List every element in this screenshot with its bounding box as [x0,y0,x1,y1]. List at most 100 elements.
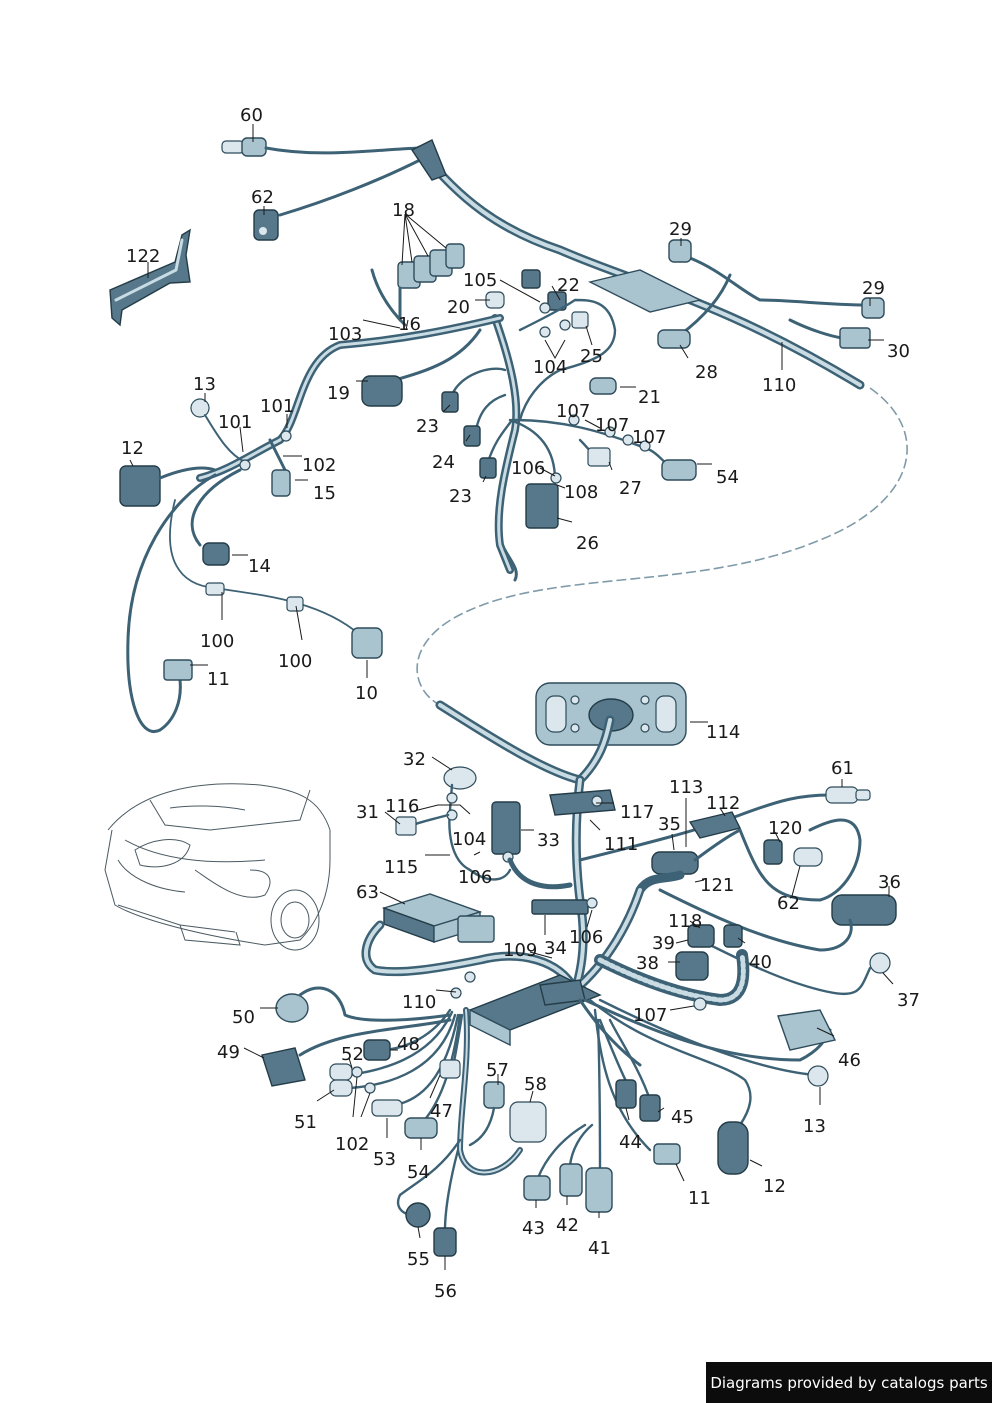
callout: 29 [669,219,692,240]
callout: 55 [407,1249,430,1270]
part-40-connector [723,924,743,948]
callout: 50 [232,1007,255,1028]
callout: 21 [638,387,661,408]
part-53-connector [371,1099,403,1117]
callout: 26 [576,533,599,554]
part-55-connector [405,1202,431,1228]
callout: 11 [207,669,230,690]
callout: 20 [447,297,470,318]
part-23-connector-b [479,457,497,479]
part-11-connector-upper [163,659,193,681]
part-39-connector [687,924,715,948]
callout: 108 [564,482,598,503]
callout: 115 [384,857,418,878]
callout: 48 [397,1034,420,1055]
part-51-sensor [329,1079,353,1097]
callout: 10 [355,683,378,704]
callout: 42 [556,1215,579,1236]
part-25-connector [571,311,589,329]
callout: 113 [669,777,703,798]
part-38-connector [675,951,709,981]
callout: 49 [217,1042,240,1063]
part-47-connector [439,1059,461,1079]
part-35-connector [651,851,699,875]
callout: 101 [218,412,252,433]
part-26-module [525,483,559,529]
callout: 105 [463,270,497,291]
part-46-connector [777,1009,837,1051]
callout: 112 [706,793,740,814]
callout: 13 [193,374,216,395]
part-49-grommet [261,1047,306,1087]
callout: 45 [671,1107,694,1128]
callout: 28 [695,362,718,383]
part-14-connector [202,542,230,566]
part-60-sensor [221,140,245,154]
part-36-connector [831,894,897,926]
callout: 35 [658,814,681,835]
callout: 54 [716,467,739,488]
callout: 12 [763,1176,786,1197]
callout: 100 [200,631,234,652]
callout: 38 [636,953,659,974]
credit-banner: Diagrams provided by catalogs parts [706,1362,992,1403]
part-10-connector [351,627,383,659]
callout: 44 [619,1132,642,1153]
part-62-connector-lower [793,847,823,867]
callout: 23 [449,486,472,507]
part-105-connector [521,269,541,289]
part-100-clip-a [205,582,225,596]
callout: 19 [327,383,350,404]
part-27-connector [587,447,611,467]
part-63-fuse-box [381,893,495,943]
callout: 107 [633,1005,667,1026]
callout: 34 [544,938,567,959]
callout: 118 [668,911,702,932]
part-58-connector [509,1101,547,1143]
callout: 103 [328,324,362,345]
part-31-connector [395,816,417,836]
part-11-connector-lower [653,1143,681,1165]
callout: 22 [557,275,580,296]
part-120-connector [763,839,783,865]
part-15-sensor [271,469,291,497]
part-34-strip [531,899,589,915]
part-12-connector-lower [717,1121,749,1175]
part-33-module [491,801,521,855]
callout: 54 [407,1162,430,1183]
part-42-connector [559,1163,583,1197]
callout: 121 [700,875,734,896]
callout: 62 [777,893,800,914]
callout: 46 [838,1050,861,1071]
callout: 110 [762,375,796,396]
part-45-connector [639,1094,661,1122]
callout: 117 [620,802,654,823]
callout: 107 [556,401,590,422]
callout: 24 [432,452,455,473]
callout: 111 [604,834,638,855]
part-43-connector [523,1175,551,1201]
callout: 25 [580,346,603,367]
callout: 100 [278,651,312,672]
part-57-connector [483,1081,505,1109]
part-50-grommet [275,993,309,1023]
callout: 102 [302,455,336,476]
callout: 40 [749,952,772,973]
lower-harness [261,682,897,1257]
callout: 104 [452,829,486,850]
part-41-connector [585,1167,613,1213]
part-30-connector [839,327,871,349]
part-48-connector [363,1039,391,1061]
part-32-sensor [443,766,477,790]
part-122-bracket [109,228,191,327]
car-front-illustration [104,783,331,951]
callout: 12 [121,438,144,459]
callout: 53 [373,1149,396,1170]
part-23-connector-a [441,391,459,413]
callout: 36 [878,872,901,893]
callout: 16 [398,314,421,335]
callout: 14 [248,556,271,577]
callout: 104 [533,357,567,378]
callout: 106 [569,927,603,948]
